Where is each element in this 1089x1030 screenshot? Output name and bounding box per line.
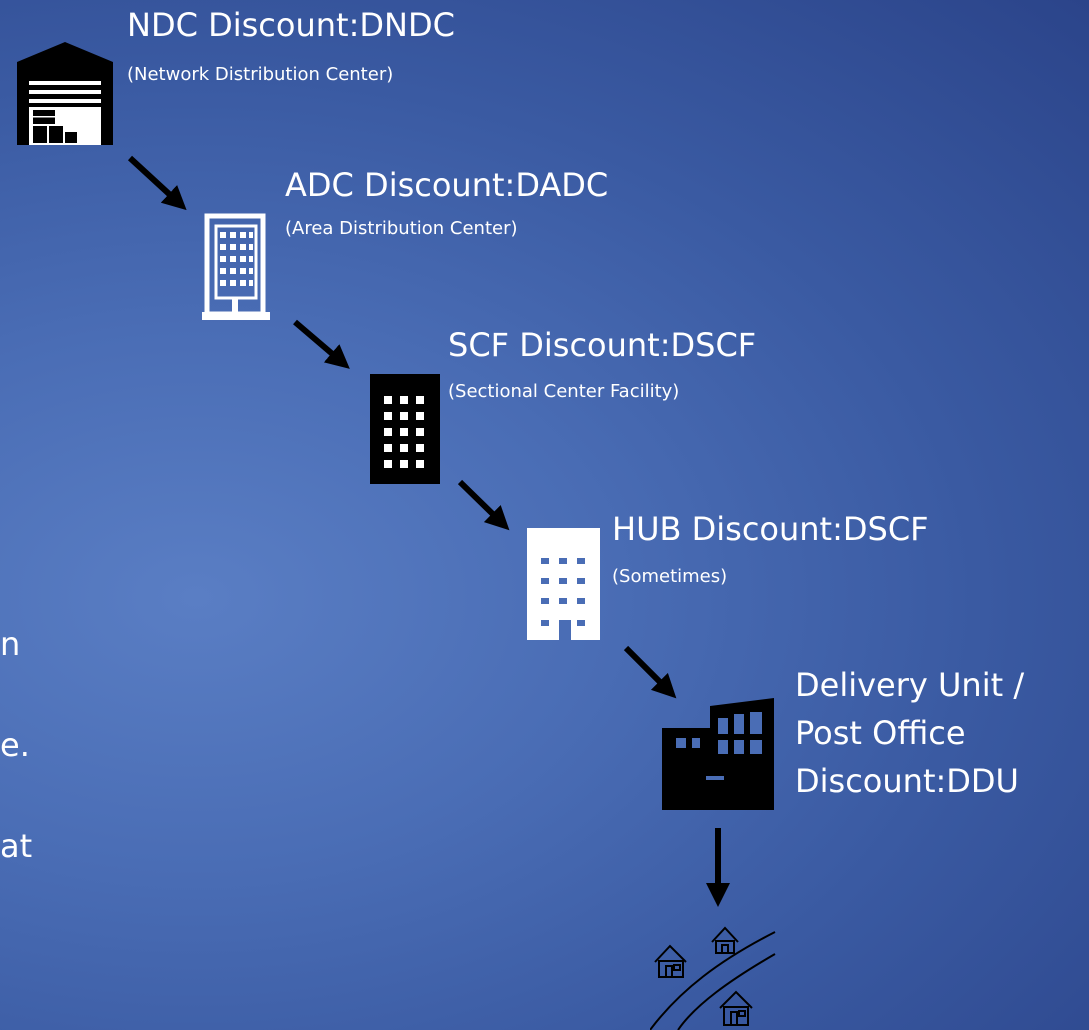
office-building-outline-icon (202, 213, 270, 320)
office-building-white-icon (527, 528, 600, 640)
adc-title: ADC Discount:DADC (285, 166, 609, 204)
delivery-line3: Discount:DDU (795, 762, 1019, 800)
ndc-subtitle: (Network Distribution Center) (127, 64, 394, 85)
arrow-scf-to-hub (457, 479, 510, 531)
ndc-title: NDC Discount:DNDC (127, 6, 455, 44)
scf-title: SCF Discount:DSCF (448, 326, 757, 364)
warehouse-icon (17, 42, 113, 145)
hub-title: HUB Discount:DSCF (612, 510, 929, 548)
post-office-factory-icon (662, 698, 774, 810)
scf-subtitle: (Sectional Center Facility) (448, 381, 680, 402)
hub-subtitle: (Sometimes) (612, 566, 728, 587)
left-text-fragment-2: e. (0, 726, 30, 764)
delivery-line1: Delivery Unit / (795, 666, 1025, 704)
arrow-hub-to-delivery (623, 645, 677, 699)
left-text-fragment-1: n (0, 625, 21, 663)
houses-road-icon (650, 926, 776, 1030)
adc-subtitle: (Area Distribution Center) (285, 218, 518, 239)
arrow-ndc-to-adc (127, 155, 187, 211)
arrow-adc-to-scf (293, 319, 350, 369)
office-building-solid-icon (370, 374, 440, 484)
delivery-line2: Post Office (795, 714, 966, 752)
left-text-fragment-3: at (0, 827, 33, 865)
